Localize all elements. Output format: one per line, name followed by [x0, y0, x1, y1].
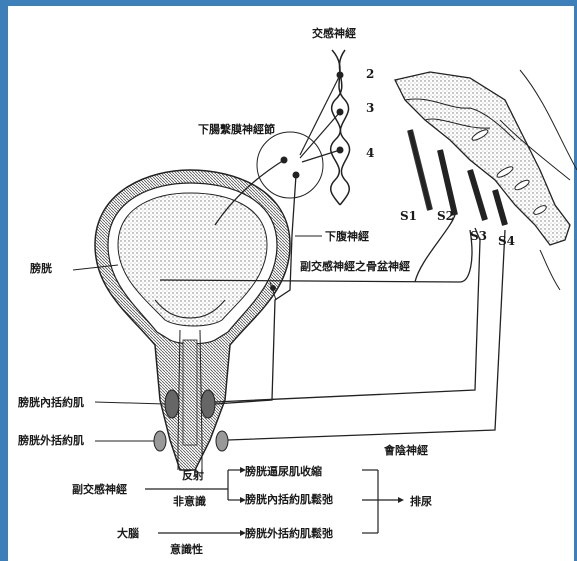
flow-urination: 排尿: [410, 494, 432, 508]
label-l3: 3: [366, 101, 374, 115]
flow-cerebrum: 大腦: [117, 526, 139, 540]
label-s3: S3: [470, 229, 487, 243]
flow-chart: 副交感神經 反射 非意識 膀胱逼尿肌收縮 膀胱內括約肌鬆弛 排尿 大腦 意識性 …: [72, 464, 432, 556]
external-sphincter-left: [154, 431, 166, 451]
label-pudendal-nerve: 會陰神經: [384, 443, 428, 457]
flow-voluntary: 意識性: [170, 542, 203, 556]
sympathetic-chain: [300, 50, 350, 205]
label-s1: S1: [400, 209, 417, 223]
bladder-anatomy: [95, 170, 290, 470]
label-internal-sphincter: 膀胱內括約肌: [17, 395, 84, 409]
label-inferior-mesenteric-ganglion: 下腸繫膜神經節: [198, 122, 275, 136]
label-s2: S2: [437, 209, 454, 223]
label-l2: 2: [366, 67, 374, 81]
external-sphincter-right: [216, 431, 228, 451]
flow-reflex: 反射: [182, 468, 204, 482]
label-sympathetic-nerve: 交感神經: [312, 26, 356, 40]
ganglion-highlight-circle: [257, 132, 323, 198]
label-s4: S4: [498, 234, 515, 248]
label-pelvic-nerve: 副交感神經之骨盆神經: [300, 259, 410, 273]
flow-detrusor-contract: 膀胱逼尿肌收縮: [244, 464, 322, 478]
flow-external-relax: 膀胱外括約肌鬆弛: [244, 526, 333, 540]
flow-parasympathetic: 副交感神經: [72, 482, 127, 496]
flow-internal-relax: 膀胱內括約肌鬆弛: [244, 492, 333, 506]
label-l4: 4: [366, 146, 374, 160]
internal-sphincter-left: [165, 390, 179, 418]
internal-sphincter-right: [201, 390, 215, 418]
label-external-sphincter: 膀胱外括約肌: [17, 433, 84, 447]
label-hypogastric-nerve: 下腹神經: [325, 229, 369, 243]
flow-involuntary: 非意識: [173, 494, 206, 508]
label-bladder: 膀胱: [29, 261, 52, 275]
